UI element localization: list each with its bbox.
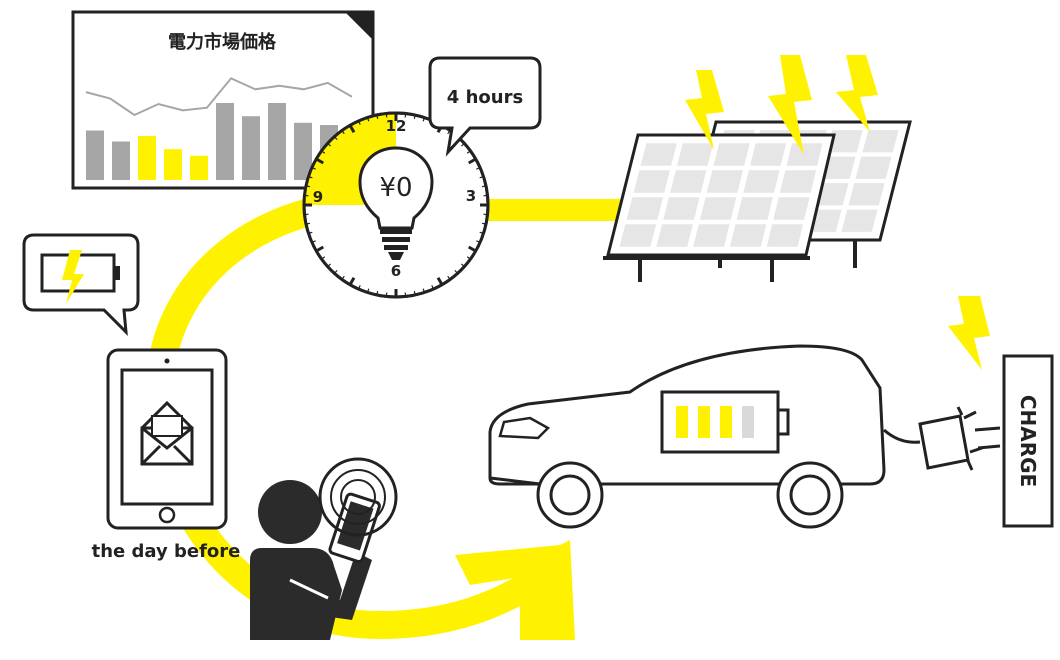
- chart-bar: [190, 156, 208, 180]
- solar-cell: [780, 170, 816, 193]
- chart-bar: [268, 103, 286, 180]
- solar-cell: [656, 224, 693, 247]
- solar-cell: [737, 197, 773, 220]
- car-icon: [490, 346, 884, 527]
- battery-segment: [676, 406, 688, 438]
- chart-bar: [138, 136, 156, 180]
- clock-label-6: 6: [391, 262, 401, 280]
- solar-cell: [693, 224, 730, 247]
- solar-cell: [634, 170, 671, 193]
- solar-cell: [862, 130, 898, 152]
- chart-title: 電力市場価格: [168, 31, 277, 53]
- duration-text: 4 hours: [447, 87, 523, 108]
- clock-tick: [414, 115, 415, 119]
- chart-bar: [216, 103, 234, 180]
- battery-segment: [698, 406, 710, 438]
- solar-cell: [663, 197, 700, 220]
- chart-bar: [112, 142, 130, 181]
- charge-sign: CHARGE: [1004, 356, 1052, 526]
- clock-tick: [414, 291, 415, 295]
- solar-cell: [641, 143, 677, 166]
- clock-label-3: 3: [466, 187, 476, 205]
- bolt-icon: [836, 55, 878, 132]
- solar-cell: [627, 197, 664, 220]
- clock-tick: [482, 223, 486, 224]
- solar-panel-front: [603, 135, 834, 282]
- clock-tick: [377, 115, 378, 119]
- solar-cell: [767, 224, 803, 247]
- tablet-icon: [108, 350, 226, 528]
- clock-label-12: 12: [386, 117, 407, 135]
- charge-text: CHARGE: [1016, 395, 1040, 487]
- clock-tick: [306, 186, 310, 187]
- solar-cell: [707, 170, 743, 193]
- clock-tick: [306, 223, 310, 224]
- solar-cell: [786, 143, 822, 166]
- solar-panel-icon: [603, 55, 910, 282]
- clock-tick: [482, 186, 486, 187]
- solar-cell: [841, 210, 877, 232]
- battery-segment: [720, 406, 732, 438]
- solar-cell: [855, 157, 891, 179]
- chart-bar: [164, 149, 182, 180]
- plug-icon: [884, 407, 1000, 470]
- solar-cell: [620, 224, 657, 247]
- solar-cell: [714, 143, 750, 166]
- solar-cell: [677, 143, 713, 166]
- clock-label-9: 9: [313, 188, 323, 206]
- chart-bar: [86, 131, 104, 181]
- tablet-caption: the day before: [92, 541, 241, 562]
- clock-tick: [377, 291, 378, 295]
- solar-cell: [773, 197, 809, 220]
- chart-bar: [242, 116, 260, 180]
- battery-bubble: [24, 235, 138, 332]
- battery-segment: [742, 406, 754, 438]
- bolt-icon: [948, 296, 990, 370]
- solar-cell: [743, 170, 779, 193]
- solar-cell: [670, 170, 706, 193]
- solar-cell: [750, 143, 786, 166]
- price-label: ¥0: [379, 173, 412, 203]
- solar-cell: [700, 197, 736, 220]
- car-battery-icon: [662, 392, 788, 452]
- solar-cell: [848, 183, 884, 205]
- solar-cell: [730, 224, 766, 247]
